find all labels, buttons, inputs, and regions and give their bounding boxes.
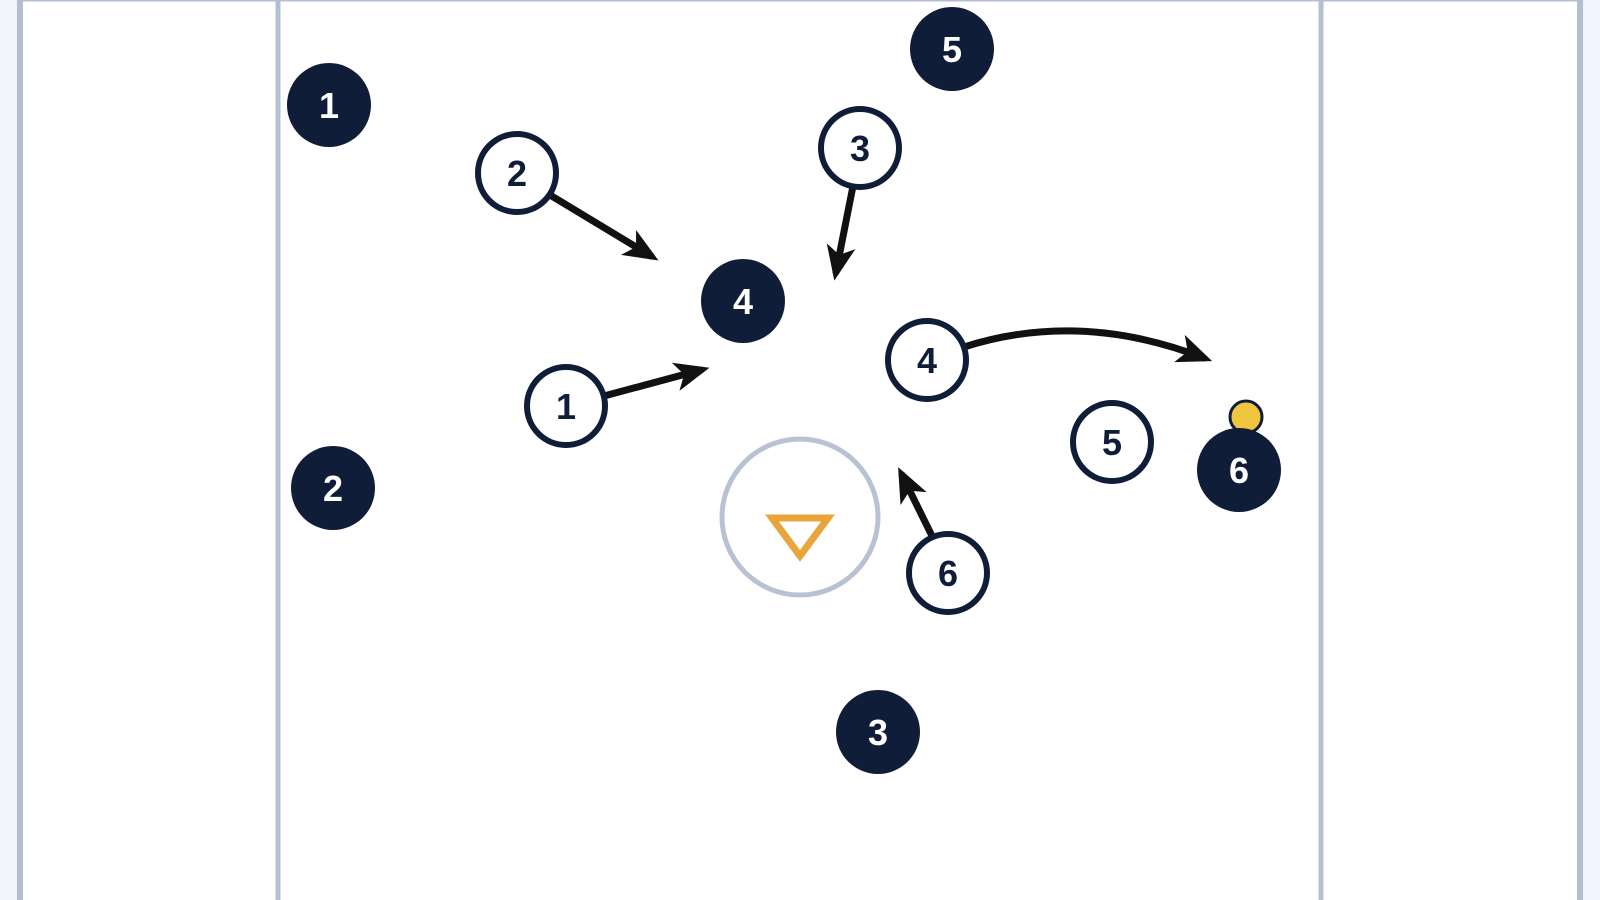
light-player-1[interactable]: 1 xyxy=(524,364,608,448)
svg-text:5: 5 xyxy=(1102,422,1122,463)
light-player-5[interactable]: 5 xyxy=(1070,400,1154,484)
svg-text:6: 6 xyxy=(938,553,958,594)
dark-player-4[interactable]: 4 xyxy=(701,259,785,343)
svg-text:2: 2 xyxy=(507,153,527,194)
svg-text:2: 2 xyxy=(323,468,343,509)
svg-text:1: 1 xyxy=(556,386,576,427)
svg-text:5: 5 xyxy=(942,29,962,70)
svg-text:4: 4 xyxy=(917,340,937,381)
light-player-6[interactable]: 6 xyxy=(906,531,990,615)
triangle-down-goal-icon xyxy=(765,514,835,562)
light-player-2[interactable]: 2 xyxy=(475,131,559,215)
svg-text:6: 6 xyxy=(1229,450,1249,491)
light-player-4[interactable]: 4 xyxy=(885,318,969,402)
cut-arrow-6 xyxy=(898,467,936,540)
ball xyxy=(1228,399,1264,435)
dark-player-6[interactable]: 6 xyxy=(1197,428,1281,512)
cut-arrow-1 xyxy=(600,362,710,400)
svg-text:3: 3 xyxy=(850,128,870,169)
cut-arrow-4 xyxy=(960,327,1213,363)
svg-text:3: 3 xyxy=(868,712,888,753)
cut-arrow-2 xyxy=(546,191,659,261)
light-player-3[interactable]: 3 xyxy=(818,106,902,190)
svg-text:4: 4 xyxy=(733,281,753,322)
dark-player-1[interactable]: 1 xyxy=(287,63,371,147)
dark-player-2[interactable]: 2 xyxy=(291,446,375,530)
dark-player-5[interactable]: 5 xyxy=(910,7,994,91)
dark-player-3[interactable]: 3 xyxy=(836,690,920,774)
svg-text:1: 1 xyxy=(319,85,339,126)
cut-arrow-3 xyxy=(826,182,857,281)
